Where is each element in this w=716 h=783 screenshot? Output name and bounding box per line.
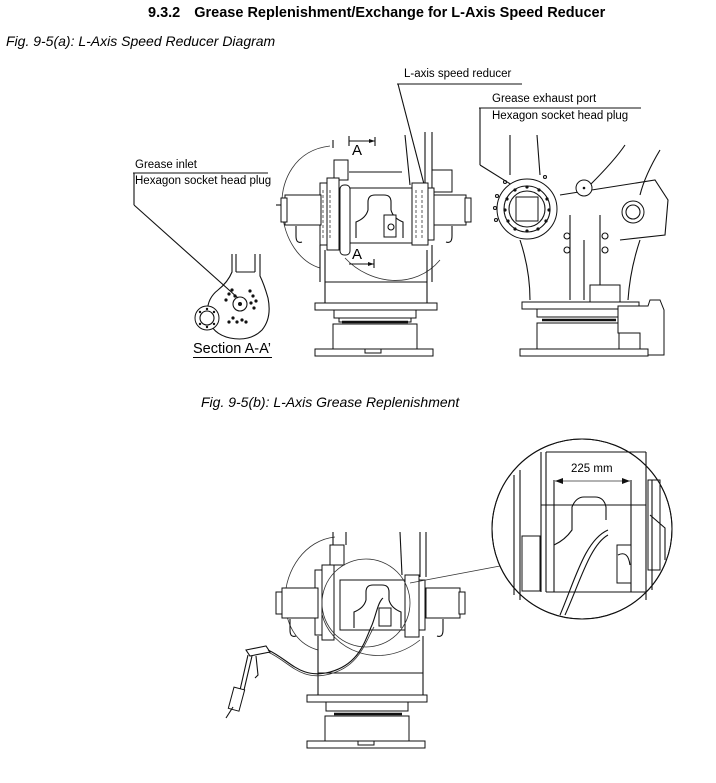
section-a-a-view — [194, 254, 270, 340]
callout-l-axis-speed-reducer: L-axis speed reducer — [404, 68, 512, 80]
callout-exhaust-hexagon-plug: Hexagon socket head plug — [492, 110, 629, 122]
front-view-robot — [276, 132, 472, 357]
section-heading: 9.3.2 Grease Replenishment/Exchange for L… — [148, 5, 605, 21]
section-title-text: Grease Replenishment/Exchange for L-Axis… — [194, 5, 606, 21]
section-number: 9.3.2 — [148, 5, 181, 21]
callout-inlet-hexagon-plug: Hexagon socket head plug — [135, 175, 272, 187]
section-marker-a-top: A — [352, 142, 363, 159]
side-view-robot — [492, 134, 669, 357]
callout-grease-exhaust-port: Grease exhaust port — [492, 93, 597, 105]
figure-a-caption: Fig. 9-5(a): L-Axis Speed Reducer Diagra… — [6, 33, 276, 49]
section-view-label: Section A-A’ — [193, 341, 272, 358]
replenishment-robot — [267, 531, 501, 749]
section-marker-a-bottom: A — [352, 246, 363, 263]
dimension-label-225mm: 225 mm — [569, 463, 615, 476]
detail-magnified-view — [491, 438, 673, 620]
figure-b-caption: Fig. 9-5(b): L-Axis Grease Replenishment — [201, 394, 460, 410]
callout-grease-inlet: Grease inlet — [135, 159, 198, 171]
grease-gun — [225, 645, 271, 719]
